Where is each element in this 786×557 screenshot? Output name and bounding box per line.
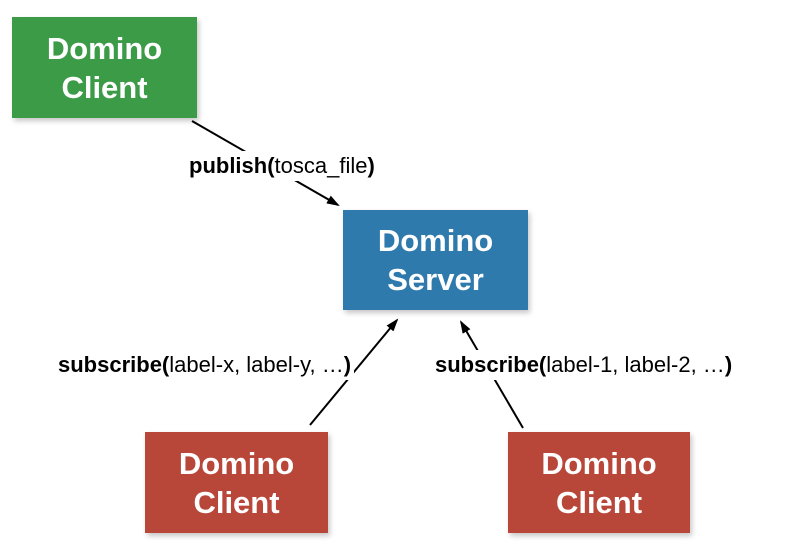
subscribe-left-args-text: label-x, label-y, … <box>169 352 344 377</box>
node-domino-client-bottom-right: Domino Client <box>508 432 690 533</box>
node-domino-client-top: Domino Client <box>12 17 197 118</box>
node-label-line2: Client <box>61 69 148 105</box>
node-label-line1: Domino <box>178 445 295 481</box>
node-domino-client-bottom-left: Domino Client <box>145 432 328 533</box>
node-domino-client-top-label: Domino Client <box>47 29 162 107</box>
publish-args-text: tosca_file <box>274 153 368 178</box>
subscribe-left-method-text: subscribe( <box>58 352 170 377</box>
node-domino-client-bottom-right-label: Domino Client <box>541 444 656 522</box>
subscribe-left-close-paren: ) <box>343 352 352 377</box>
subscribe-right-close-paren: ) <box>724 352 733 377</box>
subscribe-right-args-text: label-1, label-2, … <box>546 352 725 377</box>
publish-close-paren: ) <box>367 153 375 178</box>
publish-method-text: publish( <box>189 153 275 178</box>
node-domino-client-bottom-left-label: Domino Client <box>179 444 294 522</box>
node-domino-server-label: Domino Server <box>378 221 493 299</box>
subscribe-left-edge-label: subscribe(label-x, label-y, …) <box>55 350 355 380</box>
node-label-line1: Domino <box>377 223 494 258</box>
subscribe-right-method-text: subscribe( <box>435 352 547 377</box>
node-label-line2: Client <box>193 484 280 520</box>
publish-edge-label: publish(tosca_file) <box>186 151 378 181</box>
node-domino-server: Domino Server <box>343 210 528 310</box>
node-label-line1: Domino <box>46 30 163 66</box>
node-label-line2: Server <box>387 262 484 297</box>
node-label-line1: Domino <box>541 445 657 481</box>
node-label-line2: Client <box>555 484 643 520</box>
subscribe-right-edge-label: subscribe(label-1, label-2, …) <box>432 350 736 380</box>
